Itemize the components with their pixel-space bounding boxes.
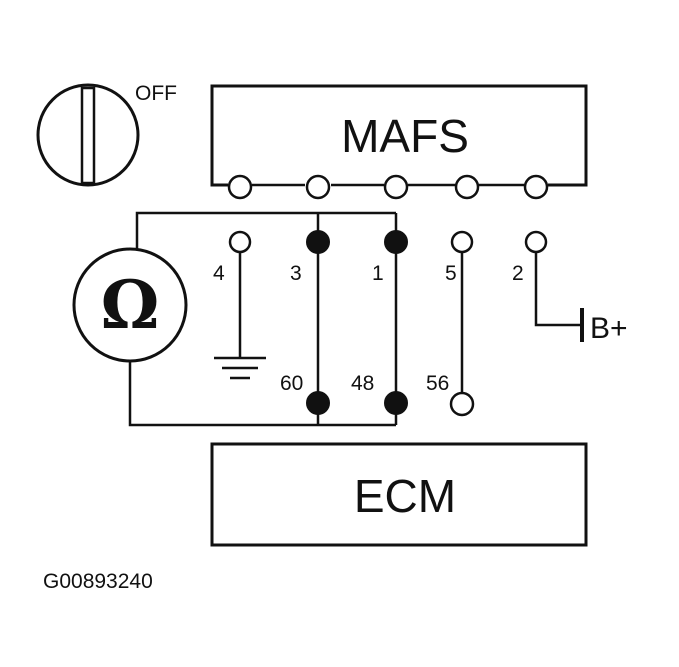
mafs-label: MAFS [341,110,469,162]
mafs-pin-label: 5 [445,262,457,285]
pin-3-probe-terminal [306,230,330,254]
ecm-pin-label: 60 [280,372,303,395]
ohmmeter: Ω [72,211,396,427]
mafs-terminal [227,174,253,200]
ignition-switch-key-slot [80,86,96,185]
ecm-pin-label: 48 [351,372,374,395]
pin-4-terminal [228,230,252,254]
battery-label: B+ [590,312,628,345]
pin-1-probe-terminal [384,230,408,254]
mafs-terminal [383,174,409,200]
pin-2-terminal [524,230,548,254]
ohmmeter-lead-upper [135,211,396,255]
ecm-box [210,442,588,547]
mafs-terminal [305,174,331,200]
pin-60-probe-terminal [306,391,330,415]
pin-56-terminal [449,391,475,417]
pin-1-to-48-circuit [384,213,408,425]
mafs-terminal [523,174,549,200]
mafs-connector-terminals [227,174,549,200]
mafs-pin-label: 4 [213,262,225,285]
ohmmeter-body [72,247,188,363]
pin-48-probe-terminal [384,391,408,415]
mafs-pin-label: 1 [372,262,384,285]
ecm-pin-label: 56 [426,372,449,395]
ohm-symbol: Ω [101,266,160,344]
ecm-label: ECM [354,470,456,522]
mafs-terminal [454,174,480,200]
ohmmeter-lead-lower [128,360,396,427]
pin-4-ground-circuit [214,230,266,380]
mafs-pin-label: 3 [290,262,302,285]
pin-2-battery-circuit [524,230,584,342]
mafs-pin-label: 2 [512,262,524,285]
switch-off-label: OFF [135,82,177,105]
mafs-box [210,84,588,187]
pin-5-to-56-circuit [449,230,475,417]
pin-5-terminal [450,230,474,254]
pin-3-to-60-circuit [306,213,330,425]
figure-code: G00893240 [43,570,153,593]
ignition-switch [36,83,140,187]
ground-symbol [214,356,266,380]
